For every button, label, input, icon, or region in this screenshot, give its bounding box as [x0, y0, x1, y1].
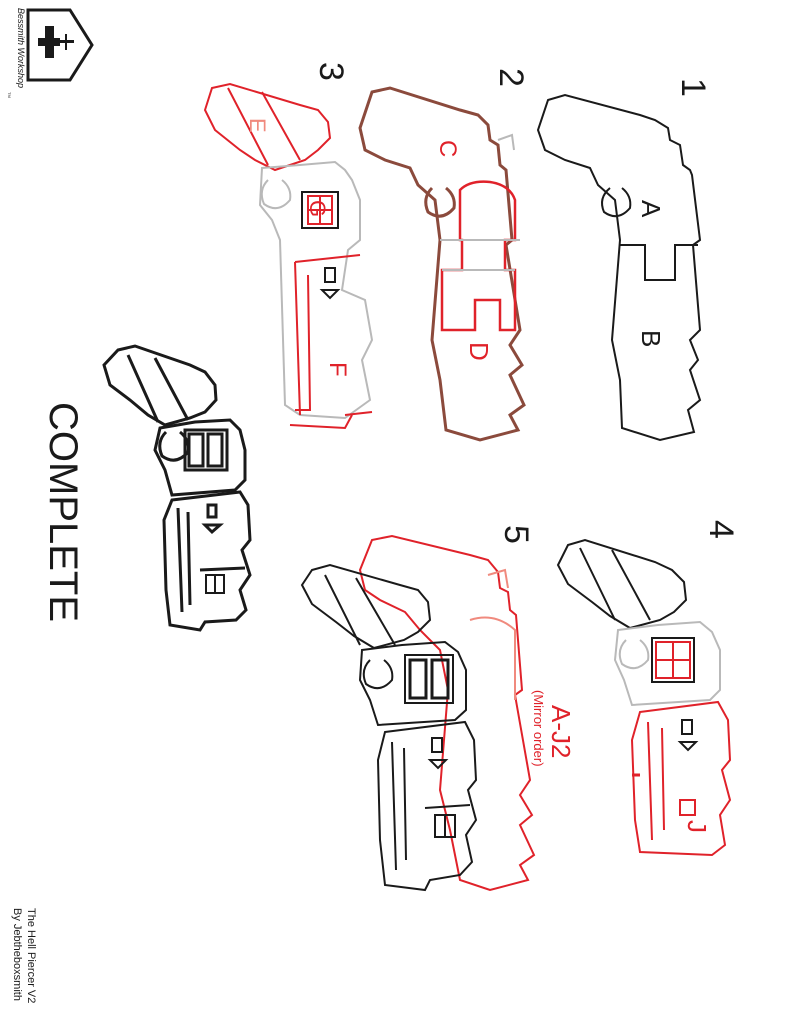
step-4-label-j: J: [682, 820, 712, 833]
step-1: 1 A B: [536, 78, 712, 442]
footer-credits: The Hell Piercer V2 By Jebtheboxsmith: [11, 908, 37, 1003]
step-4-outline: [556, 538, 732, 857]
step-2-label-c: C: [434, 140, 461, 157]
logo-tm: TM: [7, 92, 12, 98]
logo: Bessmith Workshop TM: [7, 8, 94, 98]
step-5-outline: [300, 534, 536, 892]
footer-title: The Hell Piercer V2: [25, 908, 37, 1003]
logo-shield-icon: [26, 8, 94, 82]
step-5-sublabel: (Mirror order): [531, 690, 546, 767]
step-1-outline: [536, 93, 702, 442]
step-3-outline: [203, 82, 374, 430]
step-2: 2 C D: [358, 68, 530, 442]
step-3-label-f: F: [324, 362, 351, 377]
footer-author: By Jebtheboxsmith: [11, 908, 23, 1001]
step-1-label-a: A: [636, 200, 666, 218]
step-5-number: 5: [497, 525, 535, 544]
step-2-label-d: D: [464, 342, 494, 361]
step-5-label: A-J2: [546, 705, 576, 758]
step-3-number: 3: [312, 62, 350, 81]
step-1-label-b: B: [636, 330, 666, 347]
step-2-number: 2: [492, 68, 530, 87]
step-3-label-g: G: [305, 200, 330, 217]
step-4: 4 J: [556, 520, 740, 857]
step-1-number: 1: [674, 78, 712, 97]
complete-outline: [102, 344, 252, 632]
complete-label: COMPLETE: [41, 402, 85, 622]
complete-section: COMPLETE: [41, 344, 252, 632]
step-3-label-e: E: [245, 118, 270, 133]
step-2-outline: [358, 86, 526, 442]
logo-name: Bessmith Workshop: [16, 8, 26, 88]
step-3: 3 E G F: [203, 62, 374, 430]
anvil-icon: [38, 26, 74, 58]
step-4-number: 4: [702, 520, 740, 539]
step-5: 5 A-J2 (Mirror order): [300, 525, 576, 892]
